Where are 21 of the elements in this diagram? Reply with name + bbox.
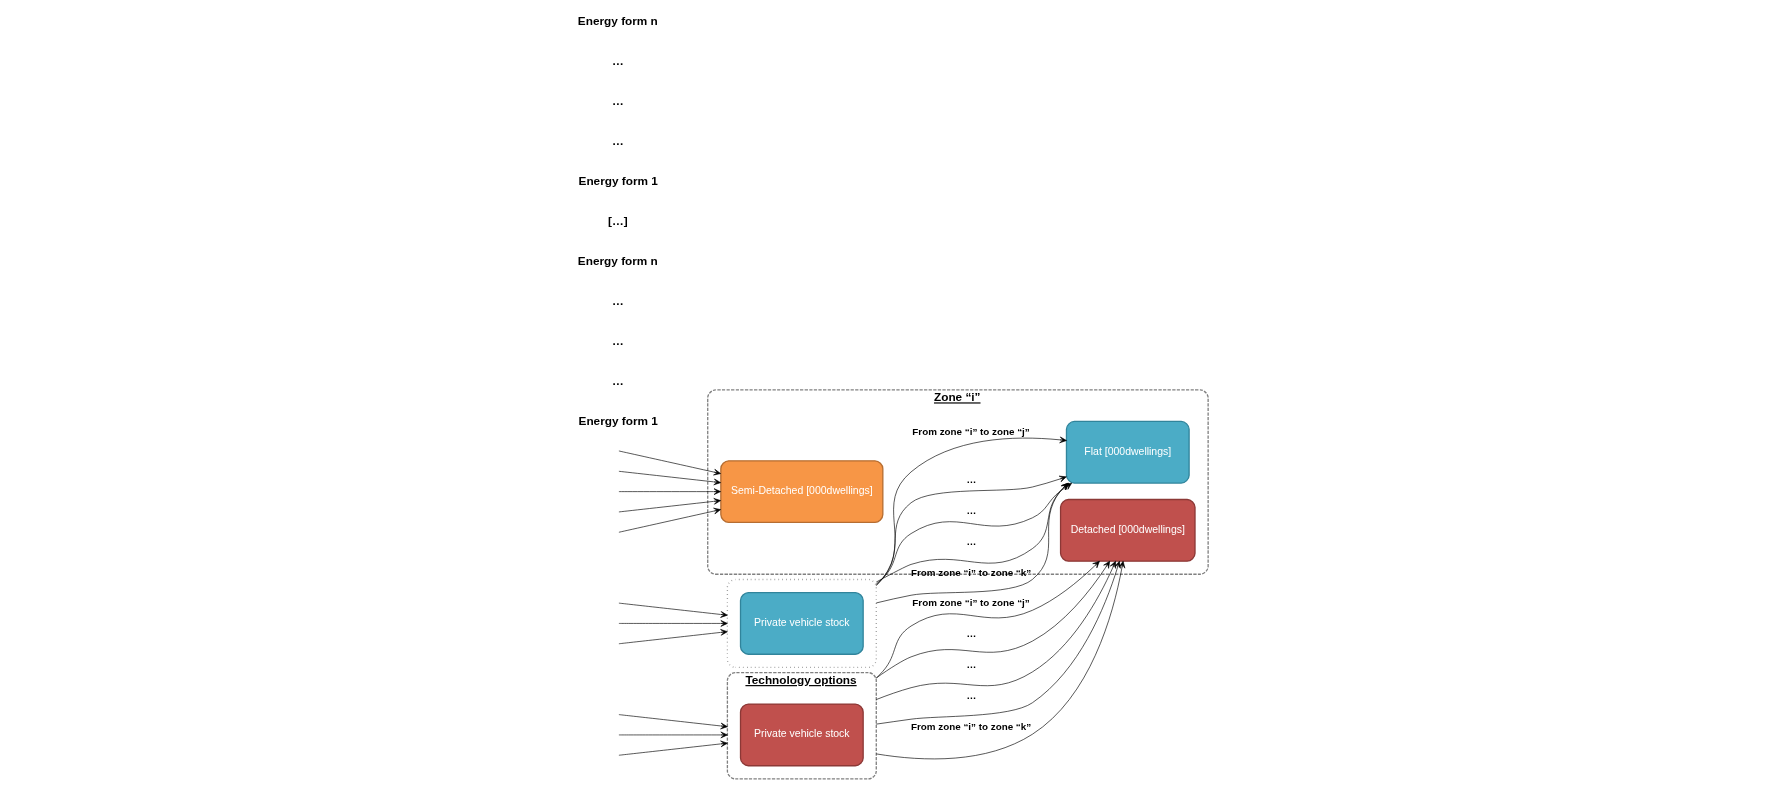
edge-label: … [965,628,976,640]
edge-label: From zone “i” to zone “k” [910,566,1031,578]
label: … [611,293,624,308]
edge-label: From zone “i” to zone “k” [910,721,1031,733]
label: … [611,133,624,148]
edge-label: … [965,504,976,516]
edge-label: From zone “i” to zone “j” [911,425,1030,437]
label: … [611,53,624,68]
label: Energy form n [577,253,658,268]
label: […] [607,213,628,228]
edge-label: … [965,474,976,486]
label: … [611,373,624,388]
label: Energy form 1 [578,413,658,428]
label: Energy form 1 [578,173,658,188]
edge-label: … [965,659,976,671]
label: Energy form n [577,13,658,28]
label: … [611,333,624,348]
edge-label: … [965,535,976,547]
label: … [611,93,624,108]
edge-label: … [965,689,976,701]
edge-label: From zone “i” to zone “j” [911,597,1030,609]
